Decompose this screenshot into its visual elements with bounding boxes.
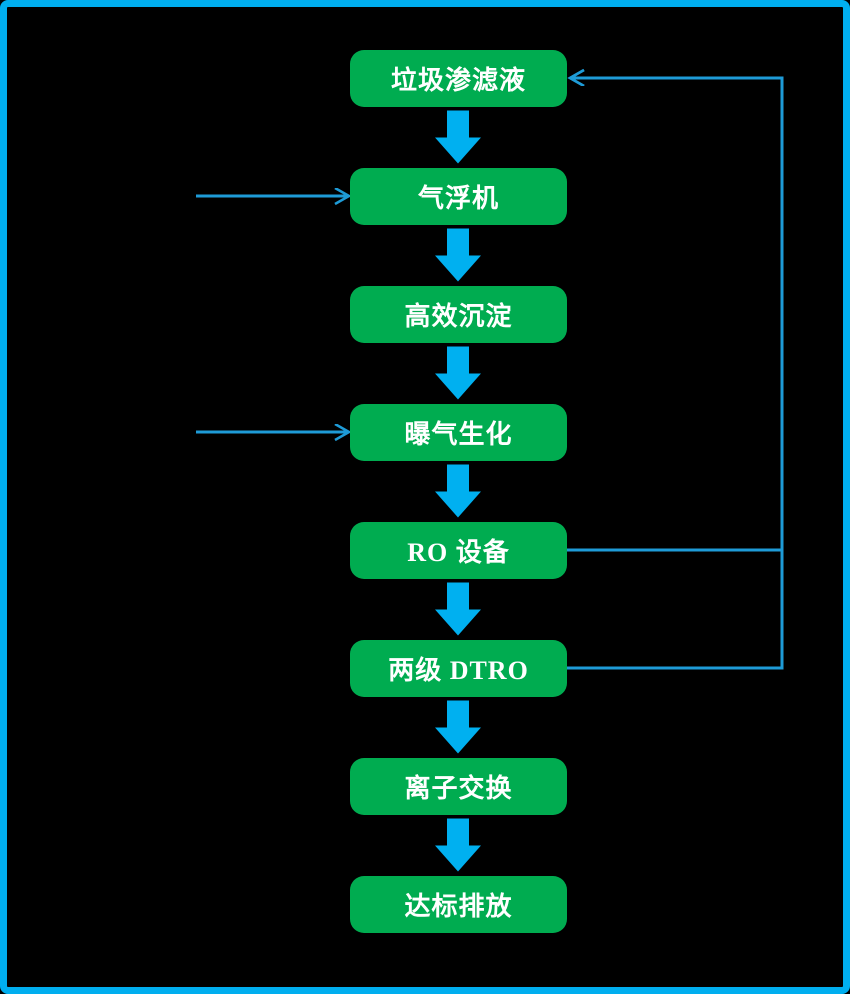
flow-node-high-efficiency-sedimentation: 高效沉淀 xyxy=(350,285,567,343)
flow-node-label: 两级 DTRO xyxy=(388,655,529,685)
down-arrow xyxy=(435,110,481,164)
flow-node-aeration-biochemical: 曝气生化 xyxy=(350,403,567,461)
flow-node-ro-equipment: RO 设备 xyxy=(350,521,567,579)
edges-group xyxy=(196,78,784,872)
flow-node-standard-discharge: 达标排放 xyxy=(350,875,567,933)
flow-node-air-flotation: 气浮机 xyxy=(350,167,567,225)
flow-node-two-stage-dtro: 两级 DTRO xyxy=(350,639,567,697)
flow-node-label: 离子交换 xyxy=(404,773,513,803)
down-arrow xyxy=(435,700,481,754)
down-arrow xyxy=(435,818,481,872)
down-arrow xyxy=(435,464,481,518)
recycle-line xyxy=(567,78,784,670)
flow-node-ion-exchange: 离子交换 xyxy=(350,757,567,815)
flow-node-label: RO 设备 xyxy=(407,537,510,567)
down-arrow xyxy=(435,228,481,282)
flow-node-label: 气浮机 xyxy=(417,183,499,213)
down-arrow xyxy=(435,346,481,400)
down-arrow xyxy=(435,582,481,636)
flow-node-leachate: 垃圾渗滤液 xyxy=(350,49,567,107)
flow-node-label: 达标排放 xyxy=(404,891,513,921)
flow-node-label: 曝气生化 xyxy=(404,419,513,449)
flow-node-label: 高效沉淀 xyxy=(404,301,513,331)
flow-node-label: 垃圾渗滤液 xyxy=(390,65,526,95)
